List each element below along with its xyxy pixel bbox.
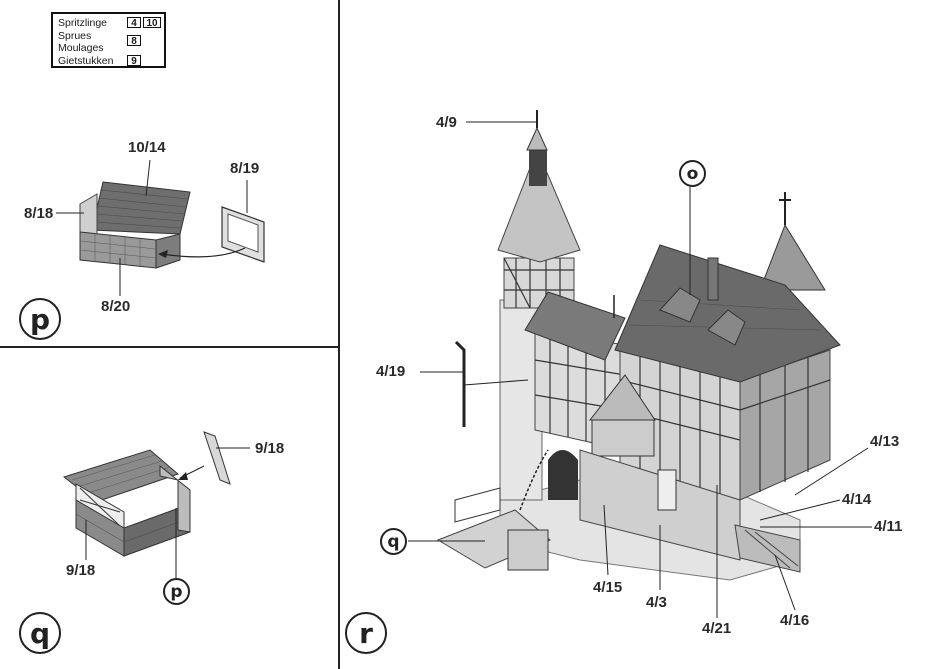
- label-4-15: 4/15: [593, 579, 622, 596]
- label-pole: 4/19: [376, 363, 405, 380]
- label-4-16: 4/16: [780, 612, 809, 629]
- ref-o-badge: o: [679, 160, 706, 187]
- label-4-21: 4/21: [702, 620, 731, 637]
- label-4-14: 4/14: [842, 491, 871, 508]
- step-r-badge: r: [345, 612, 387, 654]
- label-4-13: 4/13: [870, 433, 899, 450]
- label-4-3: 4/3: [646, 594, 667, 611]
- label-spire: 4/9: [436, 114, 457, 131]
- ref-q-badge: q: [380, 528, 407, 555]
- label-4-11: 4/11: [874, 518, 902, 535]
